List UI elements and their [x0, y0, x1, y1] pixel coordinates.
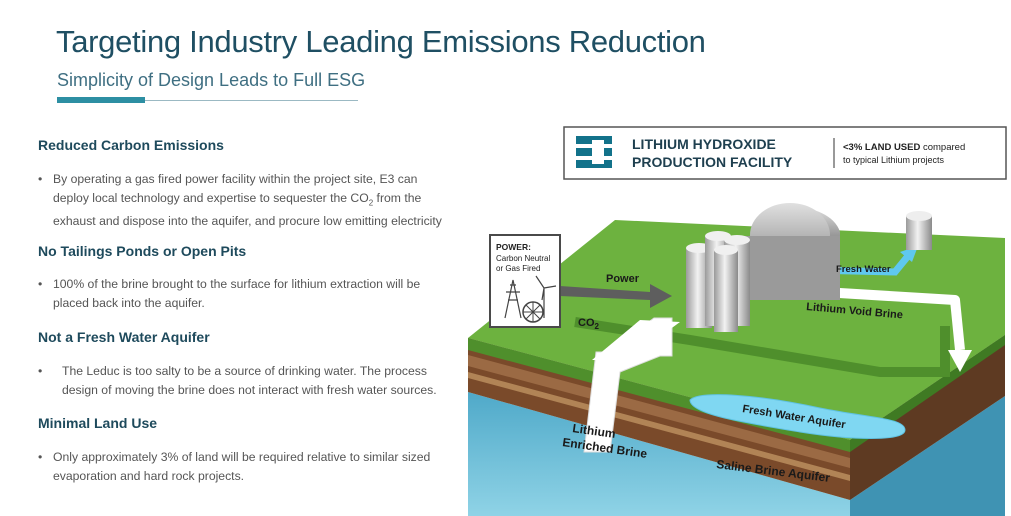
- storage-tanks: [686, 231, 750, 332]
- bullet-line: 100% of the brine brought to the surface…: [53, 277, 421, 291]
- wind-turbine-icon: [535, 275, 557, 318]
- bullet-dot: •: [38, 364, 43, 378]
- turbine-fan-icon: [522, 301, 544, 323]
- power-arrow: [560, 284, 672, 308]
- water-tank: [906, 211, 932, 250]
- label-co2: CO2: [578, 317, 600, 331]
- section-heading-tailings: No Tailings Ponds or Open Pits: [38, 243, 247, 259]
- enriched-brine-shaft: [592, 320, 680, 360]
- void-brine-arrow: [789, 285, 965, 351]
- bullet-line: deploy local technology and expertise to…: [53, 191, 422, 208]
- bullet-land: • Only approximately 3% of land will be …: [38, 448, 468, 488]
- section-heading-freshwater: Not a Fresh Water Aquifer: [38, 329, 210, 345]
- land-used-line2: to typical Lithium projects: [843, 155, 945, 165]
- bullet-line: The Leduc is too salty to be a source of…: [62, 364, 427, 378]
- bullet-freshwater: • The Leduc is too salty to be a source …: [38, 362, 468, 402]
- label-fresh-water: Fresh Water: [836, 264, 891, 275]
- saline-layer-right: [850, 396, 1005, 516]
- section-heading-carbon: Reduced Carbon Emissions: [38, 137, 224, 153]
- bullet-dot: •: [38, 172, 43, 186]
- power-box-title: POWER:: [496, 242, 531, 252]
- processing-building: [740, 203, 840, 300]
- label-enriched-line1: Lithium: [572, 421, 617, 441]
- bullet-line: exhaust and dispose into the aquifer, an…: [53, 214, 442, 229]
- soil-layer-left: [468, 338, 850, 500]
- saline-layer-left: [468, 392, 850, 516]
- bullet-tailings: • 100% of the brine brought to the surfa…: [38, 275, 468, 315]
- bullet-line: design of moving the brine does not inte…: [62, 383, 437, 397]
- bullet-carbon: • By operating a gas fired power facilit…: [38, 170, 468, 230]
- bullet-dot: •: [38, 450, 43, 464]
- power-box-line1: Carbon Neutral: [496, 254, 550, 263]
- void-brine-arrowhead: [948, 350, 972, 372]
- facility-title-line1: LITHIUM HYDROXIDE: [632, 136, 776, 152]
- power-source-box: POWER: Carbon Neutral or Gas Fired: [489, 234, 561, 328]
- soil-stripe: [468, 372, 850, 481]
- company-logo-icon: [576, 136, 612, 168]
- bullet-line: placed back into the aquifer.: [53, 296, 205, 310]
- bullet-line: By operating a gas fired power facility …: [53, 172, 418, 186]
- title-underline: [145, 100, 358, 101]
- bullet-line: Only approximately 3% of land will be re…: [53, 450, 431, 464]
- fresh-water-aquifer: [689, 394, 906, 439]
- section-heading-land: Minimal Land Use: [38, 415, 158, 431]
- label-power: Power: [606, 273, 640, 285]
- soil-stripe: [468, 355, 850, 468]
- land-used-line1: <3% LAND USED compared: [843, 142, 965, 153]
- co2-subscript: 2: [368, 198, 374, 208]
- bullet-dot: •: [38, 277, 43, 291]
- soil-layer-right: [850, 335, 1005, 500]
- power-box-line2: or Gas Fired: [496, 264, 540, 273]
- facility-label-box: LITHIUM HYDROXIDE PRODUCTION FACILITY <3…: [563, 126, 1007, 180]
- page-subtitle: Simplicity of Design Leads to Full ESG: [57, 70, 366, 90]
- facility-title-line2: PRODUCTION FACILITY: [632, 154, 793, 170]
- page-title: Targeting Industry Leading Emissions Red…: [56, 24, 706, 59]
- bullet-line: evaporation and hard rock projects.: [53, 469, 245, 483]
- title-accent-bar: [57, 97, 145, 103]
- transmission-tower-icon: [504, 279, 522, 319]
